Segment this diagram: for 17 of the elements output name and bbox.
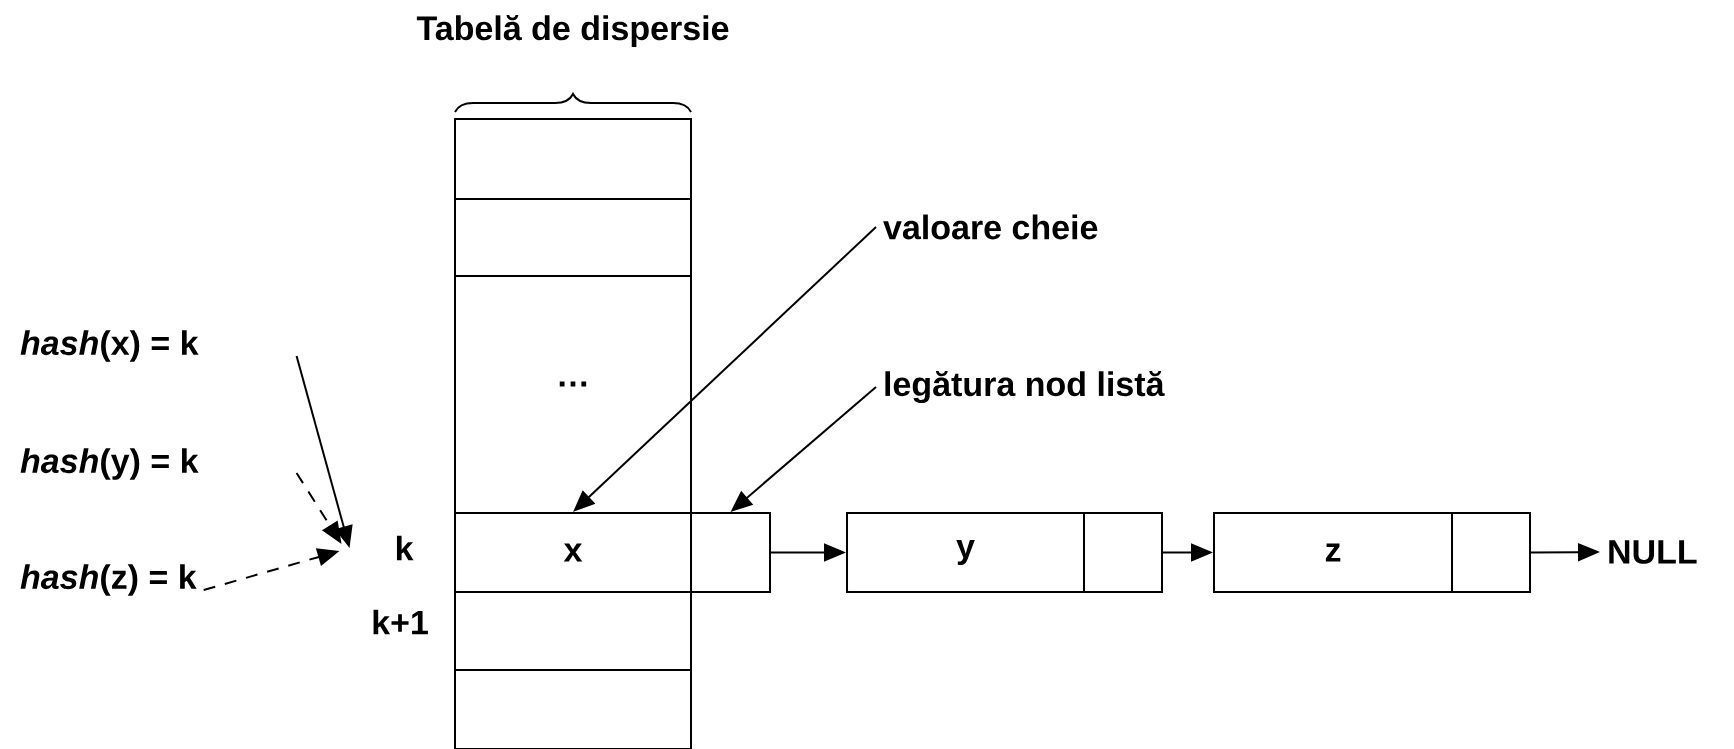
leader-line xyxy=(573,226,877,512)
pointer-cell xyxy=(1451,512,1531,593)
slot-index: k+1 xyxy=(373,609,428,635)
function-label: hash(x) = k xyxy=(20,330,199,362)
slot-index: k xyxy=(396,535,414,561)
node-label: Tabelă de dispersie xyxy=(416,14,729,48)
pointer-cell xyxy=(1083,512,1163,593)
ellipsis: … xyxy=(559,381,587,387)
null-label: NULL xyxy=(1609,540,1697,564)
key-cell: x xyxy=(454,512,692,593)
list-node-key: z xyxy=(1213,512,1453,593)
callout-text: valoare cheie xyxy=(883,214,1098,240)
list-node-key: y xyxy=(846,512,1085,593)
pointer-cell xyxy=(690,512,771,593)
function-label: hash(y) = k xyxy=(20,448,199,480)
callout-text: legătura nod listă xyxy=(885,370,1165,404)
function-label: hash(z) = k xyxy=(20,564,197,596)
